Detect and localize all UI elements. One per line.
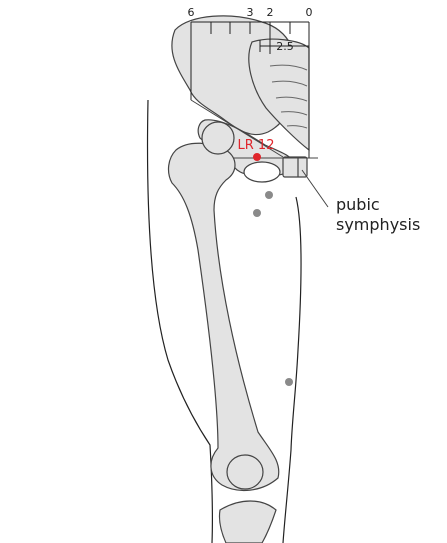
tibia-top	[218, 500, 277, 543]
acupoint-dot-icon	[285, 378, 293, 386]
scale-label-2: 2	[267, 6, 274, 19]
sacrum-ridge	[275, 96, 308, 102]
patella	[226, 454, 264, 490]
leg-outline	[146, 99, 302, 543]
obturator-foramen	[243, 161, 281, 183]
scale-label-3: 3	[247, 6, 254, 19]
acupoints	[253, 153, 293, 386]
femur	[167, 121, 280, 543]
leg-outline-right	[282, 196, 302, 543]
sacrum-ridge	[271, 80, 308, 87]
sacrum-ridge	[286, 125, 308, 129]
scale-label-6: 6	[188, 6, 195, 19]
sacrum-ridge	[280, 111, 308, 116]
femur-shaft	[167, 142, 280, 492]
annotation-leader-line	[301, 169, 329, 208]
acupoint-lr12-dot-icon	[253, 153, 261, 161]
scale-label-0: 0	[306, 6, 313, 19]
pubic-symphysis-block	[282, 156, 308, 178]
annotation-label-line2: symphysis	[336, 215, 420, 234]
acupoint-dot-icon	[253, 209, 261, 217]
acupoint-label: LR 12	[238, 138, 275, 153]
femoral-head	[201, 121, 235, 155]
inguinal-line	[190, 99, 284, 158]
pubic-symphysis	[282, 156, 308, 178]
guide-lines	[190, 99, 329, 208]
measurement-scale	[190, 21, 310, 158]
leg-outline-left	[146, 99, 213, 543]
sacrum	[248, 38, 310, 152]
measure-label: 2.5	[276, 40, 294, 53]
acupoint-dot-icon	[265, 191, 273, 199]
annotation-label-line1: pubic	[336, 195, 380, 214]
sacrum-ridge	[269, 64, 308, 71]
sacrum-ridges	[269, 64, 308, 129]
